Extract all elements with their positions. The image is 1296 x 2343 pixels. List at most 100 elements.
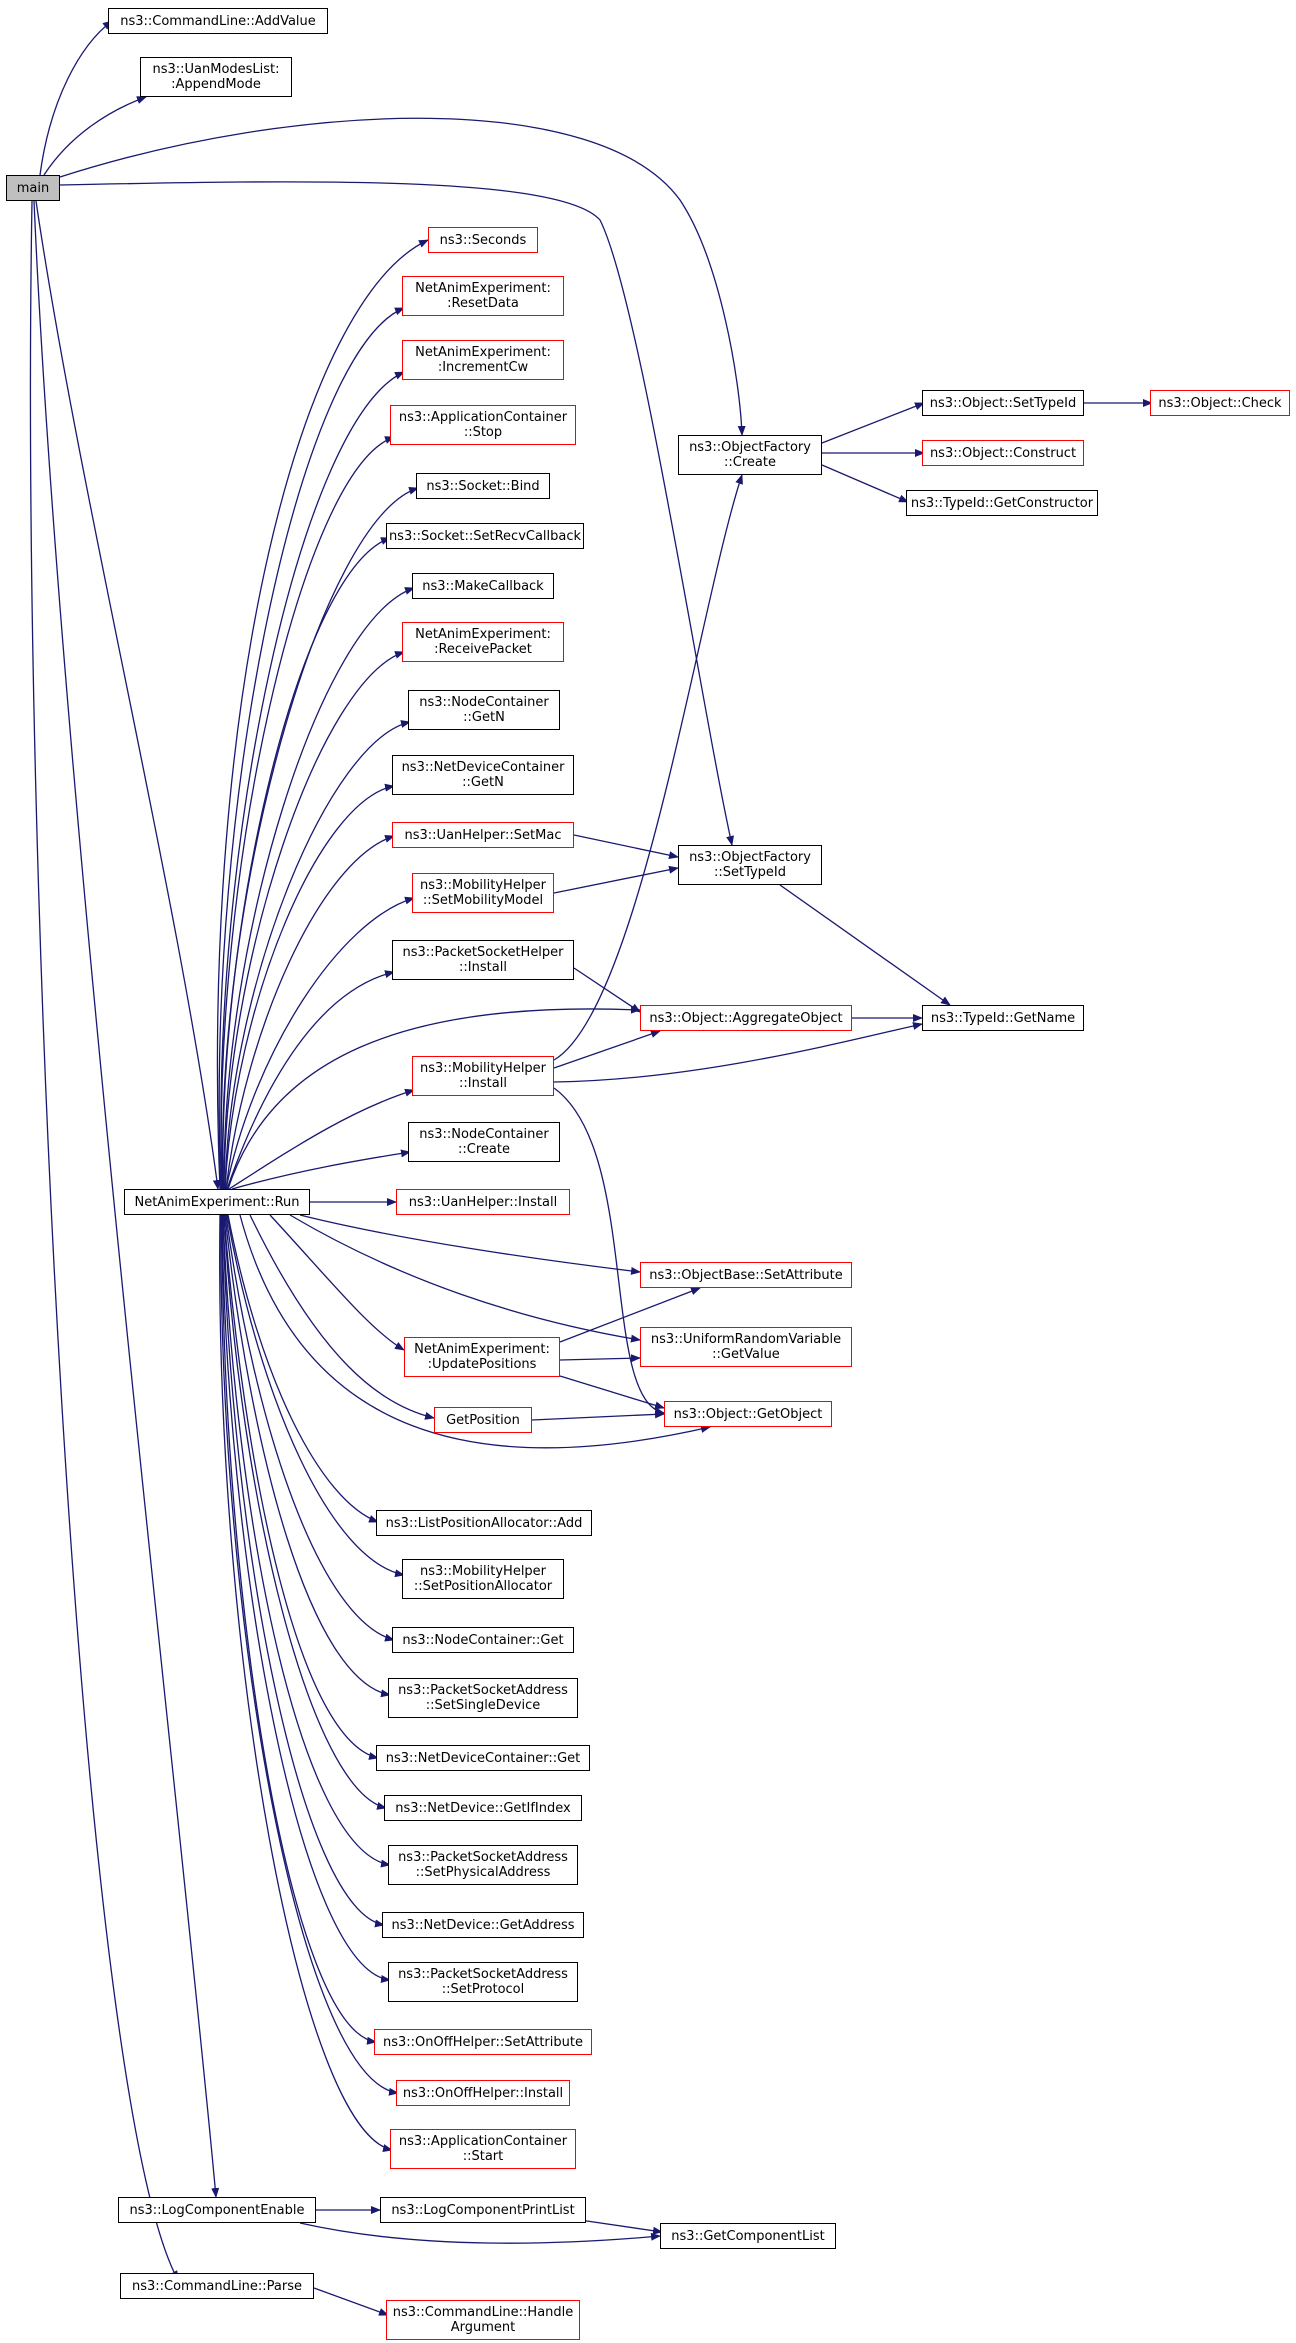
node-settypeid[interactable]: ns3::Object::SetTypeId (922, 390, 1084, 416)
node-label: ns3::NetDevice::GetIfIndex (395, 1800, 571, 1816)
node-makecallback[interactable]: ns3::MakeCallback (412, 573, 554, 599)
node-label: NetAnimExperiment: (414, 1342, 550, 1357)
node-onoffsetattr[interactable]: ns3::OnOffHelper::SetAttribute (374, 2029, 592, 2055)
node-getaddress[interactable]: ns3::NetDevice::GetAddress (382, 1912, 584, 1938)
node-label: ns3::PacketSocketAddress (398, 1850, 568, 1865)
edge-mobinstall-to-getname (553, 1022, 923, 1083)
edge-run-to-onoffsetattr (221, 1214, 377, 2045)
node-ndcget[interactable]: ns3::NetDeviceContainer::Get (376, 1745, 590, 1771)
node-lpaadd[interactable]: ns3::ListPositionAllocator::Add (376, 1510, 592, 1536)
edge-getposition-to-getobject (531, 1410, 665, 1421)
node-label: ns3::MobilityHelper (419, 878, 547, 893)
edge-run-to-ncgetn (224, 720, 411, 1190)
node-ofsettypeid[interactable]: ns3::ObjectFactory::SetTypeId (678, 845, 822, 885)
edge-updatepos-to-urvgetvalue (559, 1354, 641, 1363)
node-incrementcw[interactable]: NetAnimExperiment::IncrementCw (402, 340, 564, 380)
node-aggregate[interactable]: ns3::Object::AggregateObject (640, 1005, 852, 1031)
node-setmac[interactable]: ns3::UanHelper::SetMac (392, 822, 574, 848)
node-pshinstall[interactable]: ns3::PacketSocketHelper::Install (392, 940, 574, 980)
node-label: ns3::ObjectBase::SetAttribute (649, 1267, 843, 1283)
node-getconstructor[interactable]: ns3::TypeId::GetConstructor (906, 490, 1098, 516)
node-ofcreate[interactable]: ns3::ObjectFactory::Create (678, 435, 822, 475)
edge-run-to-setmobmodel (225, 896, 415, 1190)
node-addvalue[interactable]: ns3::CommandLine::AddValue (108, 8, 328, 34)
node-setposalloc[interactable]: ns3::MobilityHelper::SetPositionAllocato… (402, 1559, 564, 1599)
node-getname[interactable]: ns3::TypeId::GetName (922, 1005, 1084, 1031)
node-label: ns3::UanModesList: (152, 62, 280, 77)
node-seconds[interactable]: ns3::Seconds (428, 227, 538, 253)
node-setattribute[interactable]: ns3::ObjectBase::SetAttribute (640, 1262, 852, 1288)
node-setrecv[interactable]: ns3::Socket::SetRecvCallback (386, 523, 584, 549)
node-main[interactable]: main (6, 175, 60, 201)
node-label: NetAnimExperiment: (415, 345, 551, 360)
node-label: ns3::Object::GetObject (673, 1406, 823, 1422)
node-logprintlist[interactable]: ns3::LogComponentPrintList (380, 2197, 586, 2223)
node-getcomplist[interactable]: ns3::GetComponentList (660, 2223, 836, 2249)
edge-updatepos-to-setattribute (559, 1287, 701, 1343)
node-getobject[interactable]: ns3::Object::GetObject (664, 1401, 832, 1427)
node-uaninstall[interactable]: ns3::UanHelper::Install (396, 1189, 570, 1215)
node-label: ns3::CommandLine::Parse (131, 2278, 303, 2294)
node-label: ::GetN (462, 775, 504, 790)
node-label: NetAnimExperiment: (415, 627, 551, 642)
node-label: ns3::CommandLine::Handle (392, 2305, 574, 2320)
edge-main-to-parse (29, 200, 179, 2281)
node-mobinstall[interactable]: ns3::MobilityHelper::Install (412, 1056, 554, 1096)
node-label: ns3::ApplicationContainer (398, 410, 568, 425)
edge-run-to-seconds (216, 239, 429, 1190)
node-nccreate[interactable]: ns3::NodeContainer::Create (408, 1122, 560, 1162)
node-ndcgetn[interactable]: ns3::NetDeviceContainer::GetN (392, 755, 574, 795)
node-label: :ResetData (447, 296, 519, 311)
node-socketbind[interactable]: ns3::Socket::Bind (416, 473, 550, 499)
edge-run-to-setattribute (299, 1214, 641, 1275)
edge-parse-to-handlearg (313, 2287, 389, 2316)
node-logenable[interactable]: ns3::LogComponentEnable (118, 2197, 316, 2223)
node-appendmode[interactable]: ns3::UanModesList::AppendMode (140, 57, 292, 97)
node-label: ns3::NodeContainer::Get (402, 1632, 564, 1648)
node-label: ns3::ApplicationContainer (398, 2134, 568, 2149)
edge-run-to-updatepos (269, 1214, 405, 1351)
node-resetdata[interactable]: NetAnimExperiment::ResetData (402, 276, 564, 316)
node-label: ::SetPhysicalAddress (415, 1865, 551, 1880)
node-onoffinstall[interactable]: ns3::OnOffHelper::Install (396, 2080, 570, 2106)
edge-run-to-lpaadd (227, 1214, 379, 1523)
edge-main-to-appendmode (43, 96, 147, 176)
node-label: ns3::MobilityHelper (419, 1564, 547, 1579)
edge-run-to-appstart (219, 1214, 393, 2152)
node-objcheck[interactable]: ns3::Object::Check (1150, 390, 1290, 416)
node-appstop[interactable]: ns3::ApplicationContainer::Stop (390, 405, 576, 445)
node-label: ns3::NodeContainer (419, 1127, 549, 1142)
edge-run-to-aggregate (227, 1005, 641, 1190)
edge-run-to-getaddress (222, 1214, 385, 1928)
node-setprotocol[interactable]: ns3::PacketSocketAddress::SetProtocol (388, 1962, 578, 2002)
node-label: ns3::UanHelper::SetMac (404, 827, 562, 843)
node-urvgetvalue[interactable]: ns3::UniformRandomVariable::GetValue (640, 1327, 852, 1367)
node-appstart[interactable]: ns3::ApplicationContainer::Start (390, 2129, 576, 2169)
edge-setmac-to-ofsettypeid (573, 834, 679, 860)
edge-run-to-setmac (225, 834, 395, 1190)
node-label: :ReceivePacket (434, 642, 532, 657)
node-setphysaddr[interactable]: ns3::PacketSocketAddress::SetPhysicalAdd… (388, 1845, 578, 1885)
node-label: ns3::NodeContainer (419, 695, 549, 710)
edge-ofsettypeid-to-getname (779, 884, 951, 1006)
node-getposition[interactable]: GetPosition (434, 1407, 532, 1433)
edge-run-to-setposalloc (226, 1214, 405, 1578)
node-run[interactable]: NetAnimExperiment::Run (124, 1189, 310, 1215)
node-label: :AppendMode (171, 77, 261, 92)
node-label: ns3::NetDeviceContainer::Get (385, 1750, 581, 1766)
edge-updatepos-to-getobject (559, 1375, 665, 1410)
node-label: :UpdatePositions (427, 1357, 537, 1372)
node-label: ::Install (459, 960, 507, 975)
node-label: GetPosition (446, 1412, 520, 1428)
node-ncgetn[interactable]: ns3::NodeContainer::GetN (408, 690, 560, 730)
node-ncget[interactable]: ns3::NodeContainer::Get (392, 1627, 574, 1653)
node-parse[interactable]: ns3::CommandLine::Parse (120, 2273, 314, 2299)
node-receivepacket[interactable]: NetAnimExperiment::ReceivePacket (402, 622, 564, 662)
node-getifindex[interactable]: ns3::NetDevice::GetIfIndex (384, 1795, 582, 1821)
node-setmobmodel[interactable]: ns3::MobilityHelper::SetMobilityModel (412, 873, 554, 913)
node-label: ::GetN (463, 710, 505, 725)
node-setsingledev[interactable]: ns3::PacketSocketAddress::SetSingleDevic… (388, 1678, 578, 1718)
node-updatepos[interactable]: NetAnimExperiment::UpdatePositions (404, 1337, 560, 1377)
node-objconstruct[interactable]: ns3::Object::Construct (922, 440, 1084, 466)
